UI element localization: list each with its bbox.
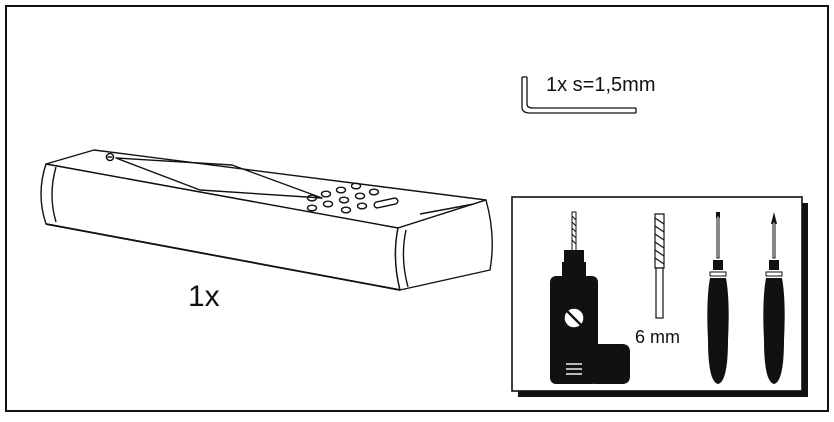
hex-key-label: 1x s=1,5mm — [546, 74, 656, 96]
power-drill-icon — [550, 211, 630, 384]
drill-bit-icon — [654, 213, 665, 319]
frame-outline — [5, 5, 829, 412]
drill-bit-size-label: 6 mm — [635, 327, 680, 347]
device-quantity-label: 1x — [188, 280, 220, 313]
hex-key-icon — [521, 76, 637, 114]
flat-screwdriver-icon — [707, 212, 729, 384]
device-unit — [40, 149, 493, 291]
phillips-screwdriver-icon — [763, 212, 785, 384]
